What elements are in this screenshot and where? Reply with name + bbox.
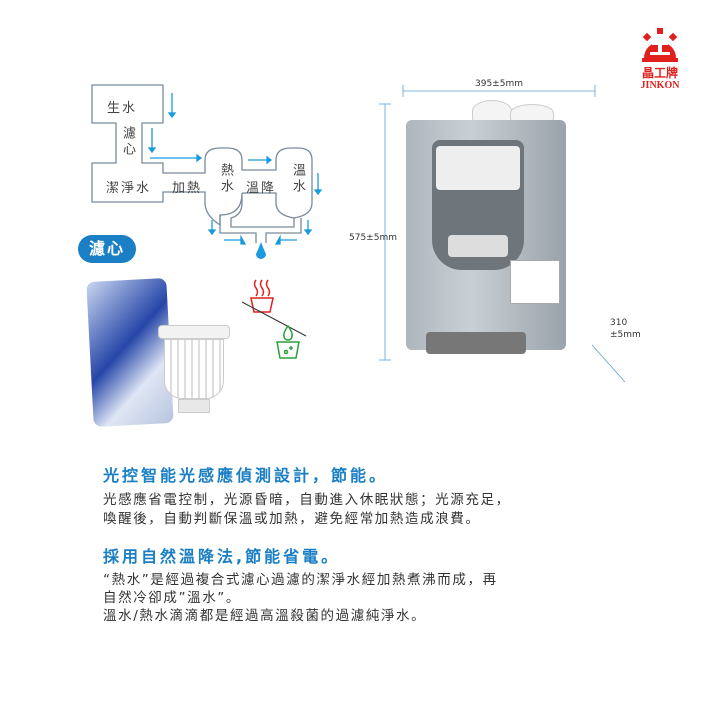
dimension-depth-value: 310 bbox=[610, 318, 628, 328]
logo-chinese: 晶工牌 bbox=[641, 66, 678, 80]
section-2-line-3: 溫水/熱水滴滴都是經過高溫殺菌的過濾純淨水。 bbox=[103, 608, 427, 624]
dimension-lines bbox=[379, 85, 626, 383]
brand-logo: 晶工牌 JINKON bbox=[632, 28, 688, 98]
filter-badge: 濾心 bbox=[78, 235, 136, 263]
label-heating: 加熱 bbox=[172, 181, 203, 196]
divider-line bbox=[241, 301, 307, 337]
label-filter: 濾心 bbox=[120, 126, 135, 158]
warm-cup-icon bbox=[276, 324, 300, 359]
section-2-line-2: 自然冷卻成”溫水”。 bbox=[103, 590, 241, 606]
label-cooling: 溫降 bbox=[246, 181, 277, 196]
filter-cartridge-image bbox=[158, 325, 230, 415]
section-1-title: 光控智能光感應偵測設計，節能。 bbox=[103, 466, 389, 485]
section-2-line-1: “熱水”是經過複合式濾心過濾的潔淨水經加熱煮沸而成，再 bbox=[103, 572, 498, 588]
label-clean-water: 潔淨水 bbox=[106, 181, 152, 196]
label-warm-water: 溫水 bbox=[290, 163, 305, 195]
dimension-depth-unit: ±5mm bbox=[610, 330, 641, 340]
water-dispenser-image bbox=[400, 100, 580, 360]
logo-english: JINKON bbox=[640, 80, 680, 91]
label-raw-water: 生水 bbox=[107, 101, 138, 116]
water-drop-icon bbox=[256, 242, 266, 259]
section-1-line-1: 光感應省電控制，光源昏暗，自動進入休眠狀態；光源充足， bbox=[103, 492, 511, 508]
section-1-line-2: 喚醒後，自動判斷保溫或加熱，避免經常加熱造成浪費。 bbox=[103, 511, 481, 527]
section-2-title: 採用自然溫降法,節能省電。 bbox=[103, 547, 341, 566]
dimension-width: 395±5mm bbox=[475, 79, 523, 89]
label-hot-water: 熱水 bbox=[218, 163, 233, 195]
gear-logo-icon bbox=[642, 28, 678, 62]
dimension-height: 575±5mm bbox=[349, 233, 397, 243]
flow-arrows bbox=[147, 93, 323, 245]
water-flow-diagram bbox=[91, 84, 323, 259]
